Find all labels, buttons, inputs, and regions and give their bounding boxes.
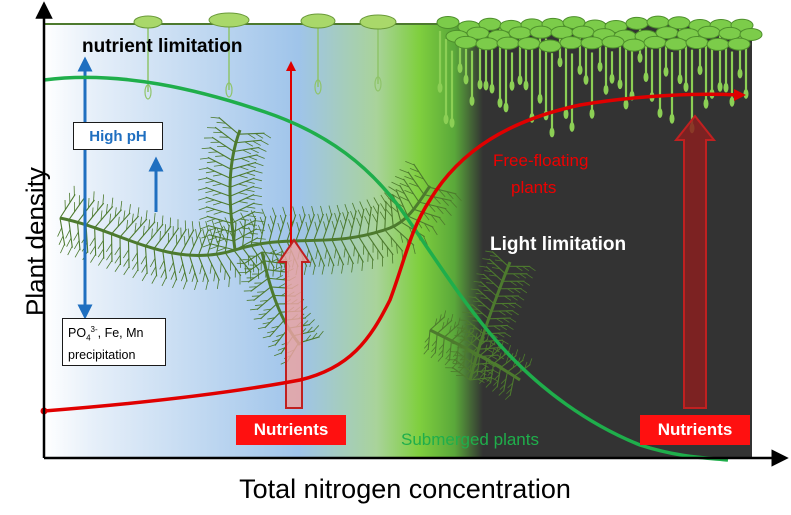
precipitation-elements: , Fe, Mn: [98, 326, 144, 340]
floating-mat-root-tip: [478, 80, 483, 90]
floating-mat-leaf: [530, 26, 552, 38]
precipitation-formula: PO: [68, 326, 86, 340]
floating-mat-leaf: [623, 39, 645, 51]
floating-mat-leaf: [497, 37, 519, 49]
x-axis-label: Total nitrogen concentration: [40, 474, 770, 505]
floating-mat-root-tip: [484, 80, 489, 90]
submerged-plant-leaflet: [491, 311, 513, 312]
floating-mat-root-tip: [604, 85, 609, 95]
floating-mat-root-tip: [504, 102, 509, 112]
floating-mat-leaf: [437, 16, 459, 28]
floating-mat-leaf: [602, 36, 624, 48]
floating-mat-leaf: [665, 38, 687, 50]
floating-mat-root-tip: [684, 82, 689, 92]
submerged-plant-twig: [465, 344, 473, 345]
floating-mat-root-tip: [498, 98, 503, 108]
floating-mat-root-tip: [510, 81, 515, 91]
floating-mat-root-tip: [518, 75, 523, 85]
floating-mat-leaf: [518, 37, 540, 49]
floating-mat-root-tip: [444, 114, 449, 124]
floating-mat-root-tip: [618, 79, 623, 89]
floating-mat-root-tip: [550, 127, 555, 137]
floating-mat-root-tip: [698, 65, 703, 75]
floating-mat-root-tip: [578, 65, 583, 75]
floating-mat-root-tip: [610, 74, 615, 84]
floating-mat-root-tip: [464, 74, 469, 84]
floating-mat-root-tip: [450, 118, 455, 128]
floating-mat-leaf: [707, 38, 729, 50]
floating-mat-root-tip: [470, 96, 475, 106]
floating-mat-root-tip: [730, 97, 735, 107]
floating-mat-root-tip: [564, 109, 569, 119]
floating-mat-root-tip: [570, 122, 575, 132]
floating-mat-leaf: [581, 37, 603, 49]
floating-mat-root-tip: [438, 83, 443, 93]
floating-plant-leaf: [134, 16, 162, 28]
free-floating-plants-label: Free-floating plants: [493, 147, 633, 201]
floating-mat-root-tip: [724, 83, 729, 93]
submerged-plant-twig: [89, 198, 90, 208]
floating-mat-root-tip: [638, 53, 643, 63]
floating-mat-root-tip: [718, 82, 723, 92]
floating-mat-root-tip: [664, 67, 669, 77]
submerged-plant-twig: [455, 336, 463, 337]
floating-mat-root-tip: [678, 74, 683, 84]
floating-mat-root-tip: [624, 99, 629, 109]
floating-mat-leaf: [728, 38, 750, 50]
floating-mat-root-tip: [458, 63, 463, 73]
floating-mat-leaf: [644, 36, 666, 48]
floating-mat-root-tip: [598, 62, 603, 72]
floating-plant-leaf: [360, 15, 396, 29]
floating-plant-leaf: [209, 13, 249, 27]
floating-mat-root-tip: [738, 68, 743, 78]
submerged-plant-twig: [94, 191, 95, 201]
nutrients-label-left: Nutrients: [236, 415, 346, 445]
submerged-plants-label: Submerged plants: [401, 430, 539, 450]
floating-mat-root-tip: [584, 75, 589, 85]
floating-mat-root-tip: [524, 80, 529, 90]
floating-mat-root-tip: [704, 99, 709, 109]
light-limitation-label: Light limitation: [490, 234, 626, 256]
floating-mat-root-tip: [744, 89, 749, 99]
floating-mat-leaf: [626, 17, 648, 29]
floating-mat-leaf: [572, 26, 594, 38]
high-ph-box: High pH: [73, 122, 163, 150]
floating-mat-root-tip: [558, 57, 563, 67]
submerged-plant-twig: [247, 300, 255, 301]
floating-mat-leaf: [698, 26, 720, 38]
free-floating-label-line2: plants: [493, 174, 633, 201]
precipitation-box: PO43-, Fe, Mn precipitation: [62, 318, 166, 366]
floating-mat-root-tip: [490, 84, 495, 94]
floating-plant-leaf: [301, 14, 335, 28]
floating-mat-leaf: [686, 37, 708, 49]
precipitation-subscript: 4: [86, 334, 90, 343]
precipitation-formula-line: PO43-, Fe, Mn: [68, 322, 160, 347]
floating-mat-root-tip: [670, 114, 675, 124]
precipitation-word: precipitation: [68, 347, 160, 363]
submerged-plant-twig: [257, 292, 265, 293]
background-panel: [44, 24, 752, 458]
submerged-plant-twig: [252, 296, 260, 297]
floating-mat-leaf: [560, 37, 582, 49]
free-floating-label-line1: Free-floating: [493, 147, 633, 174]
floating-mat-root-tip: [644, 72, 649, 82]
floating-mat-leaf: [476, 38, 498, 50]
floating-mat-root-tip: [538, 94, 543, 104]
floating-mat-leaf: [455, 36, 477, 48]
floating-mat-root-tip: [590, 109, 595, 119]
floating-mat-leaf: [539, 40, 561, 52]
submerged-plant-leaflet: [489, 318, 511, 319]
nutrient-limitation-label: nutrient limitation: [82, 36, 242, 58]
floating-mat-leaf: [719, 27, 741, 39]
floating-mat-root-tip: [658, 108, 663, 118]
submerged-plant-leaflet: [128, 240, 129, 268]
nutrients-label-right: Nutrients: [640, 415, 750, 445]
precipitation-superscript: 3-: [91, 325, 98, 334]
submerged-plant-leaflet: [103, 231, 104, 259]
y-axis-label: Plant density: [21, 162, 52, 322]
